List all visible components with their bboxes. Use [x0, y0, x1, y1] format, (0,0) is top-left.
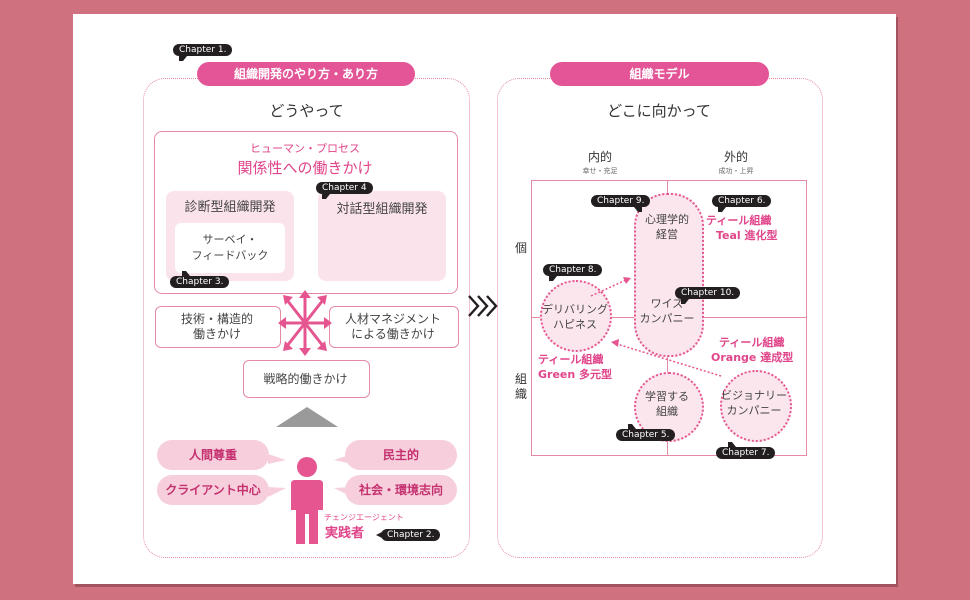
chapter-6-tag: Chapter 6.	[712, 195, 772, 212]
chapter-7-tag: Chapter 7.	[716, 442, 776, 459]
wise-line-2: カンパニー	[639, 312, 695, 325]
chapter-3-tag: Chapter 3.	[170, 271, 230, 288]
practitioner-sub: チェンジエージェント	[324, 513, 404, 522]
survey-feedback-box	[175, 223, 285, 273]
hr-line-1: 人材マネジメント	[344, 312, 441, 326]
human-process-title: 関係性への働きかけ	[237, 159, 373, 177]
dialogic-title: 対話型組織開発	[336, 202, 428, 217]
learning-line-1: 学習する	[645, 390, 689, 403]
orange-line-1: ティール組織	[719, 336, 785, 349]
triangle-icon	[276, 407, 338, 427]
technical-box	[155, 306, 281, 348]
respect-bubble: 人間尊重	[157, 440, 269, 470]
social-bubble: 社会・環境志向	[345, 475, 457, 505]
psych-wise-capsule	[634, 193, 704, 357]
evolution-arrows	[590, 277, 722, 377]
bubble-tails	[268, 454, 352, 497]
chapter-4-tag: Chapter 4	[316, 182, 373, 199]
col-outer-title: 外的	[723, 150, 748, 164]
human-process-label: ヒューマン・プロセス	[250, 142, 360, 155]
survey-line-1: サーベイ・	[202, 233, 258, 246]
chapter-1-tag: Chapter 1.	[173, 44, 233, 61]
col-outer-sub: 成功・上昇	[718, 167, 754, 175]
dialogic-box	[318, 191, 446, 281]
visionary-line-2: カンパニー	[726, 404, 782, 417]
chapter-9-tag: Chapter 9.	[591, 195, 651, 212]
chapter-5-tag: Chapter 5.	[616, 424, 676, 441]
green-line-2: Green 多元型	[538, 368, 613, 381]
chapter-8-tag: Chapter 8.	[543, 264, 603, 281]
row-individual-label: 個	[514, 241, 527, 255]
orange-line-2: Orange 達成型	[711, 351, 794, 364]
strategic-box	[243, 360, 370, 398]
practitioner-title: 実践者	[325, 526, 365, 541]
visionary-line-1: ビジョナリー	[721, 389, 787, 402]
survey-line-2: フィードバック	[191, 249, 269, 262]
teal-line-2: Teal 進化型	[716, 229, 778, 242]
client-bubble: クライアント中心	[157, 475, 269, 505]
chapter-10-tag: Chapter 10.	[675, 287, 741, 304]
learning-line-2: 組織	[656, 405, 678, 418]
col-inner-sub: 幸せ・充足	[582, 167, 618, 175]
technical-line-2: 働きかけ	[192, 327, 241, 341]
delivering-line-2: ハピネス	[553, 318, 597, 331]
hr-box	[329, 306, 459, 348]
visionary-circle	[720, 370, 792, 442]
diagnostic-title: 診断型組織開発	[184, 200, 276, 215]
person-icon	[291, 457, 323, 544]
delivering-circle	[540, 280, 612, 352]
democratic-bubble: 民主的	[345, 440, 457, 470]
wise-line-1: ワイズ	[650, 297, 684, 310]
model-grid	[531, 180, 807, 456]
hr-line-2: による働きかけ	[351, 327, 435, 341]
right-title-pill: 組織モデル	[550, 62, 769, 86]
left-heading: どうやって	[269, 102, 344, 120]
four-way-arrows-icon	[278, 290, 332, 356]
col-inner-title: 内的	[587, 150, 612, 164]
green-line-1: ティール組織	[538, 353, 604, 366]
row-organization-label: 組織	[514, 372, 527, 401]
psych-line-2: 経営	[656, 228, 678, 241]
chevrons-right-icon	[468, 295, 498, 317]
technical-line-1: 技術・構造的	[180, 312, 253, 326]
delivering-line-1: デリバリング	[542, 303, 608, 316]
teal-line-1: ティール組織	[706, 214, 772, 227]
psych-line-1: 心理学的	[645, 213, 689, 226]
right-heading: どこに向かって	[607, 102, 711, 120]
chapter-2-tag: Chapter 2.	[375, 529, 441, 541]
strategic-label: 戦略的働きかけ	[263, 372, 348, 386]
left-title-pill: 組織開発のやり方・あり方	[197, 62, 415, 86]
